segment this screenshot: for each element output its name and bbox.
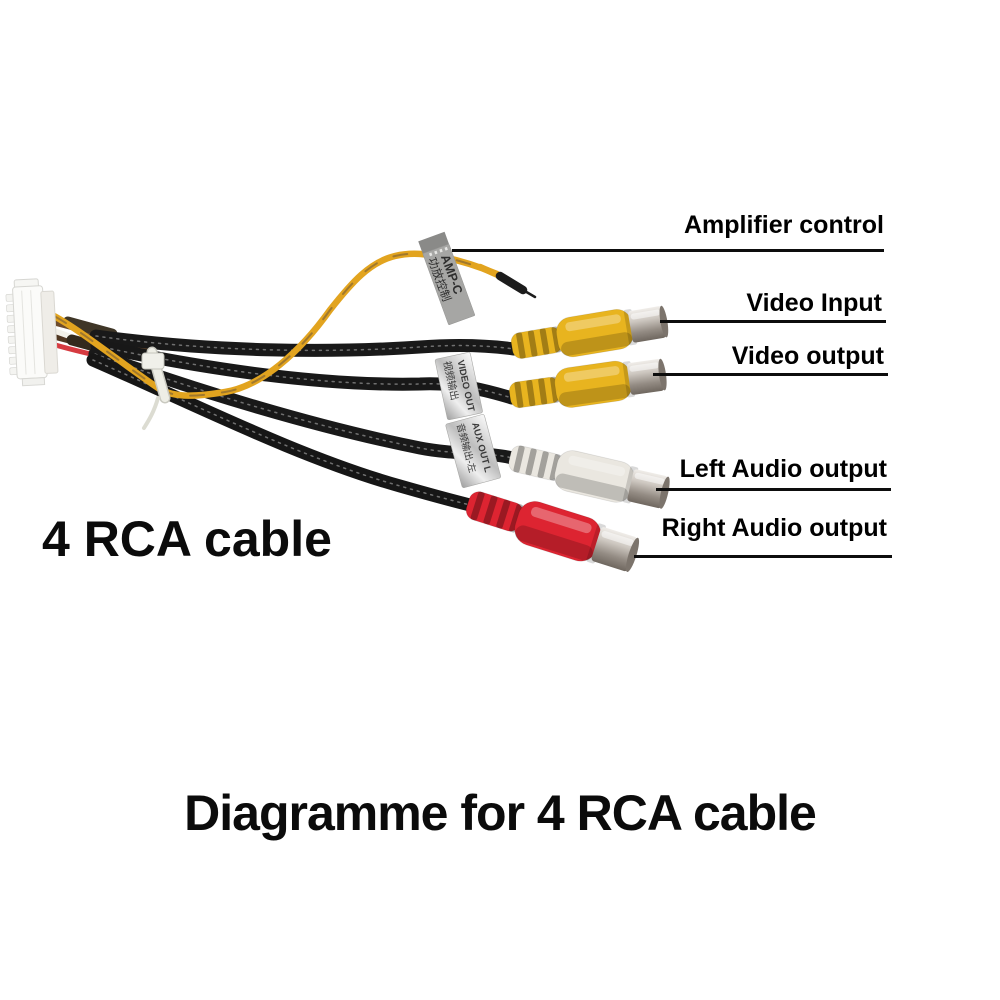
cable-video-input xyxy=(89,329,521,357)
aux-out-tag: AUX OUT L 音频输出-左 xyxy=(445,414,501,488)
right-audio-output-leader-line xyxy=(634,555,892,558)
left-audio-output-leader-line xyxy=(656,488,891,491)
video-input-label: Video Input xyxy=(746,289,882,317)
amplifier-control-leader-line xyxy=(452,249,884,252)
left-audio-output-label: Left Audio output xyxy=(679,455,887,483)
amplifier-control-label: Amplifier control xyxy=(683,211,884,239)
cable-tie xyxy=(141,346,171,430)
video-output-leader-line xyxy=(653,373,888,376)
video-input-leader-line xyxy=(660,320,886,323)
video-out-tag: VIDEO OUT 视频输出 xyxy=(434,352,483,421)
amp-wire-tip xyxy=(476,263,537,299)
video-output-label: Video output xyxy=(731,342,884,370)
amp-c-tag: AMP-C 功放控制 xyxy=(418,231,475,325)
right-audio-output-label: Right Audio output xyxy=(661,514,887,542)
page-title: Diagramme for 4 RCA cable xyxy=(184,785,817,841)
harness-connector xyxy=(5,278,59,387)
side-caption: 4 RCA cable xyxy=(42,511,332,567)
